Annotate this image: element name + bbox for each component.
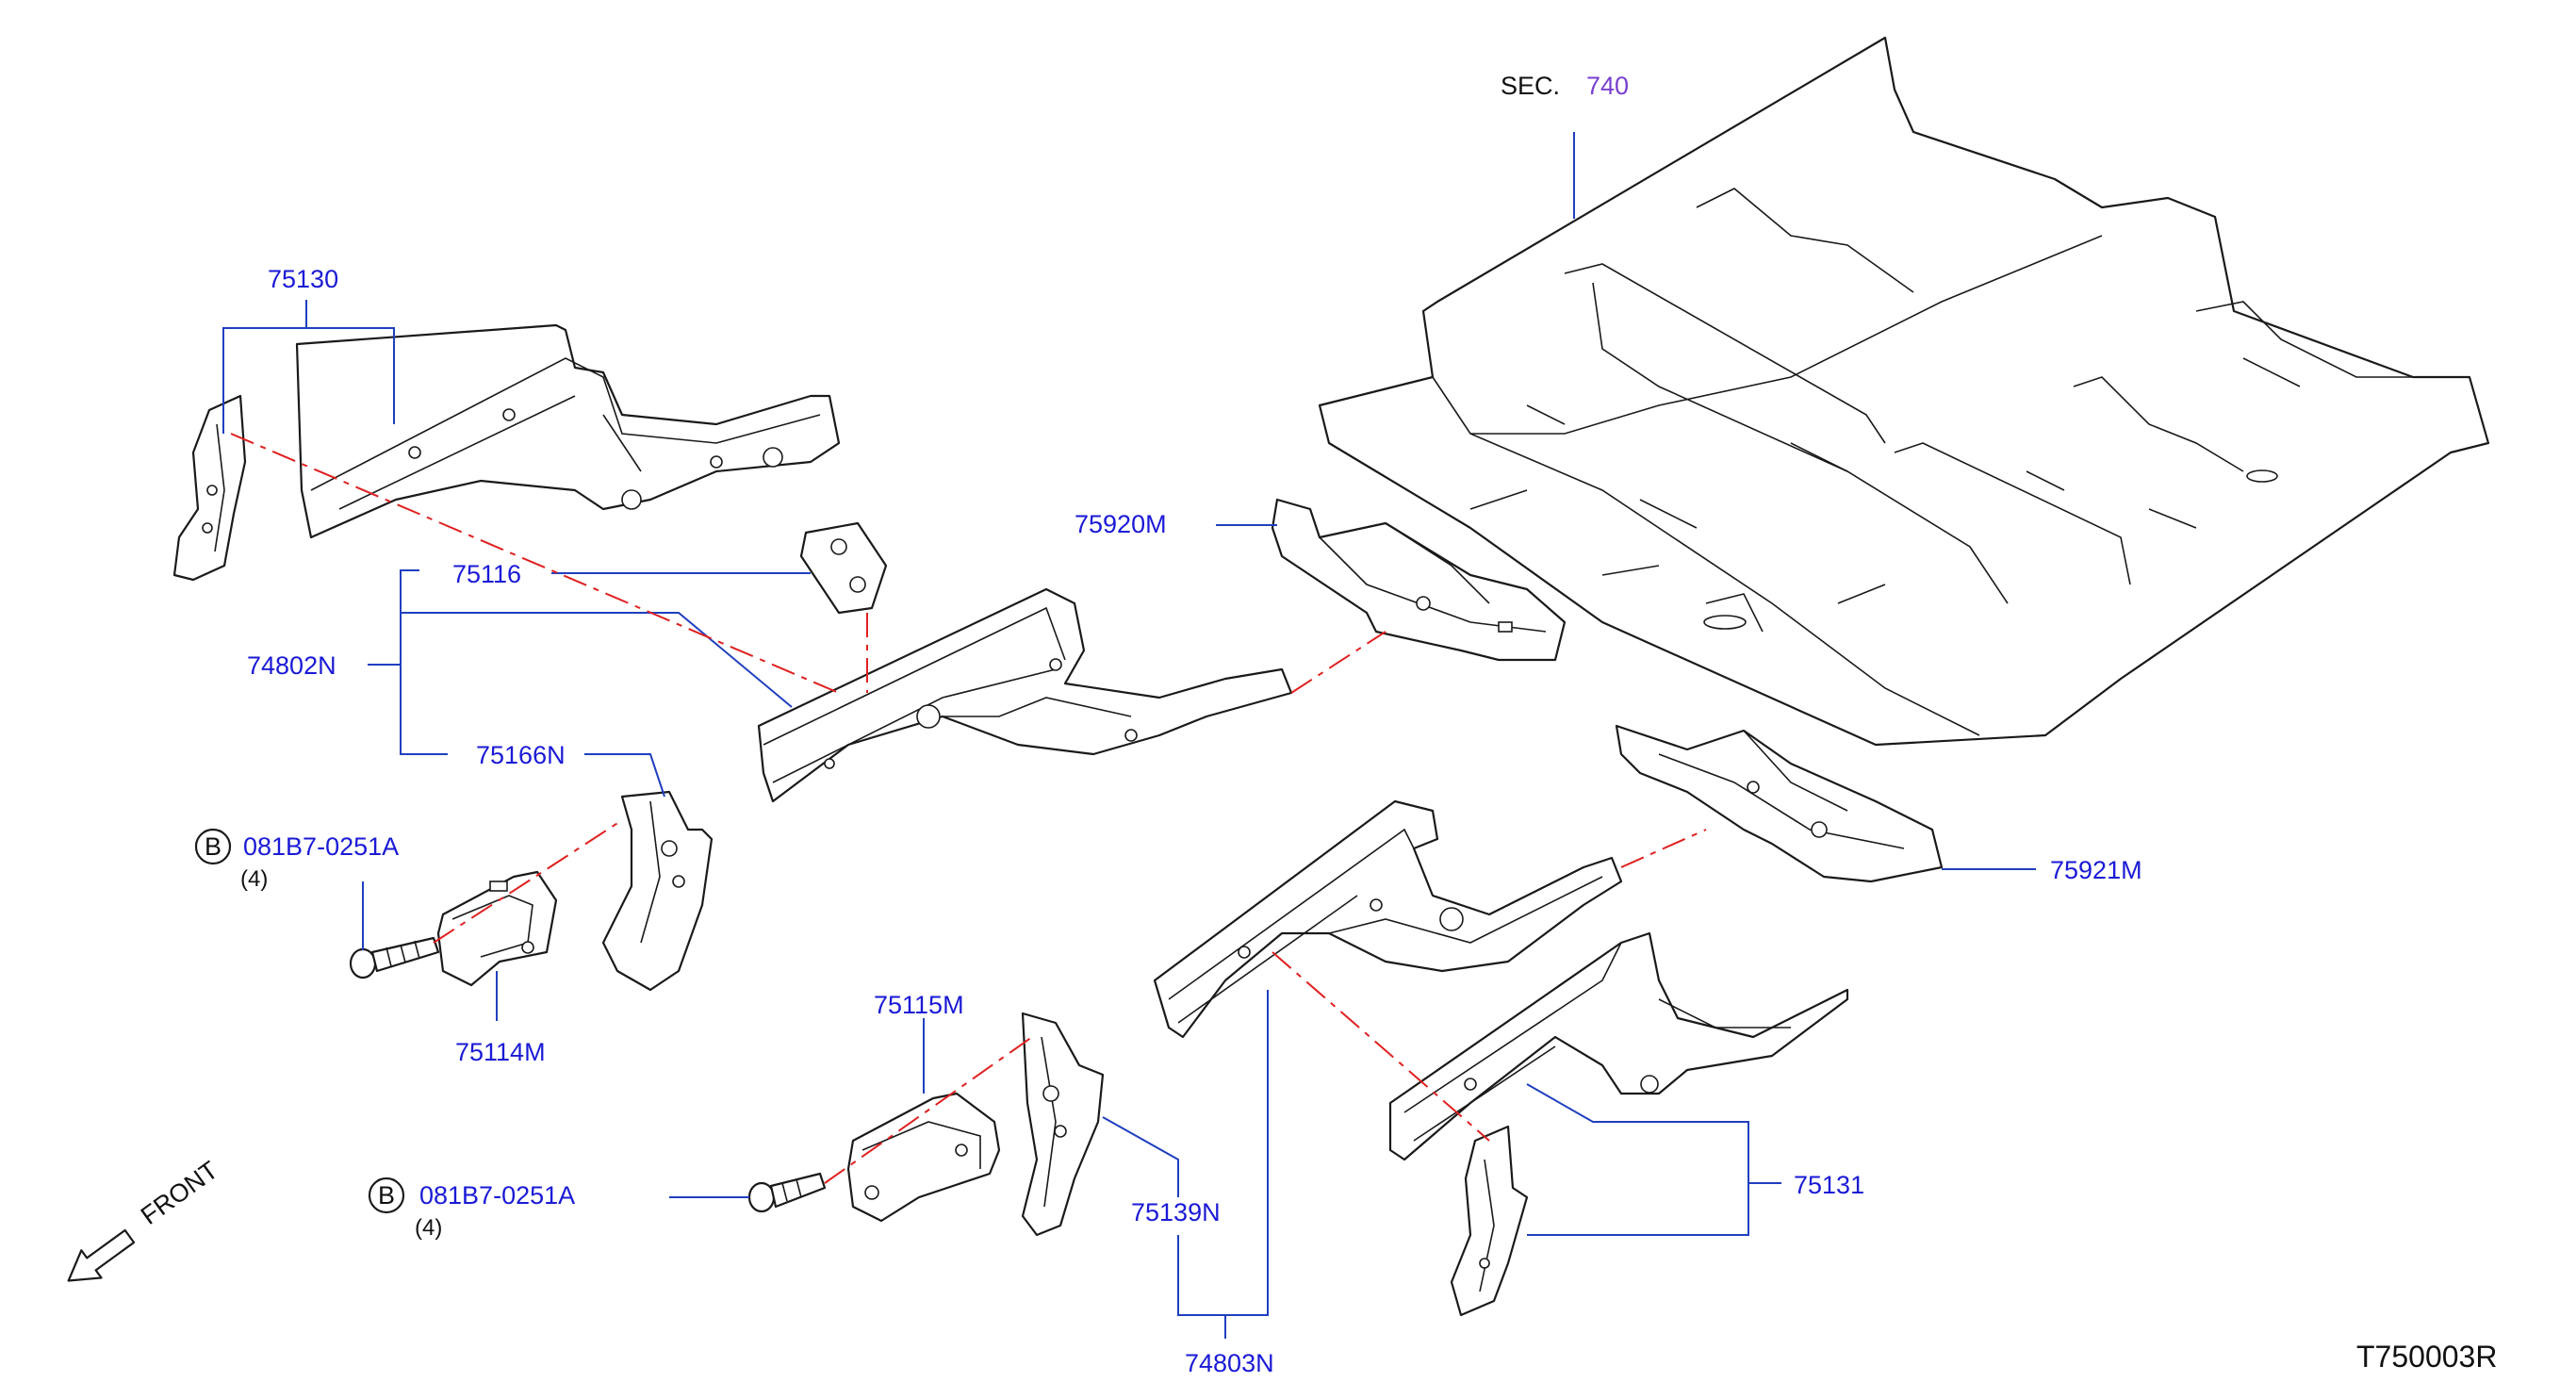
part-75920M-bracket — [1271, 498, 1567, 662]
leader-74802N — [368, 569, 793, 755]
part-75130-bracket — [172, 394, 247, 582]
leader-75130 — [222, 327, 395, 434]
part-75131-extension — [1388, 931, 1849, 1161]
label-74802N[interactable]: 74802N — [247, 651, 336, 680]
leader-75139N — [1102, 1116, 1179, 1197]
bolt-badge-lower-letter: B — [378, 1181, 395, 1210]
section-ref-number[interactable]: 740 — [1586, 72, 1629, 100]
label-75921M[interactable]: 75921M — [2050, 856, 2142, 884]
bolt-part-upper[interactable]: 081B7-0251A — [243, 832, 399, 861]
part-75166N-bracket — [601, 790, 714, 992]
part-75115M-mount — [846, 1092, 1001, 1223]
part-75130-extension — [295, 323, 841, 539]
label-75166N[interactable]: 75166N — [476, 741, 566, 769]
label-75130[interactable]: 75130 — [268, 265, 338, 293]
part-75921M-bracket — [1615, 724, 1944, 883]
bolt-part-lower[interactable]: 081B7-0251A — [419, 1181, 575, 1210]
bolt-lower — [747, 1172, 827, 1213]
label-75115M[interactable]: 75115M — [874, 991, 964, 1019]
floor-panel — [1318, 36, 2490, 747]
leader-74803N — [1177, 990, 1269, 1339]
diagram-code: T750003R — [2356, 1340, 2497, 1374]
bolt-qty-lower: (4) — [415, 1215, 442, 1241]
label-75131[interactable]: 75131 — [1794, 1171, 1864, 1199]
leader-75131 — [1526, 1083, 1781, 1236]
front-arrow-icon — [67, 1228, 136, 1282]
part-74802N-side-member — [757, 587, 1293, 803]
part-75116-bracket — [799, 521, 888, 615]
bolt-badge-lower — [368, 1177, 405, 1214]
label-75920M[interactable]: 75920M — [1075, 510, 1167, 538]
part-75114M-mount — [436, 870, 558, 987]
section-ref-prefix: SEC. — [1501, 72, 1560, 100]
bolt-qty-upper: (4) — [240, 866, 268, 892]
label-75116[interactable]: 75116 — [452, 560, 521, 588]
part-75139N-bracket — [1021, 1012, 1105, 1237]
front-label: FRONT — [136, 1156, 223, 1230]
assembly-centerlines — [230, 433, 1707, 1184]
label-75139N[interactable]: 75139N — [1131, 1198, 1221, 1226]
bolt-badge-upper-letter: B — [205, 832, 222, 861]
part-75131-bracket — [1450, 1125, 1529, 1317]
leader-75166N — [584, 753, 665, 798]
label-75114M[interactable]: 75114M — [455, 1038, 546, 1066]
label-74803N[interactable]: 74803N — [1185, 1349, 1274, 1377]
bolt-upper — [349, 936, 440, 979]
part-74803N-side-member — [1153, 799, 1623, 1039]
bolt-badge-upper — [194, 828, 232, 865]
